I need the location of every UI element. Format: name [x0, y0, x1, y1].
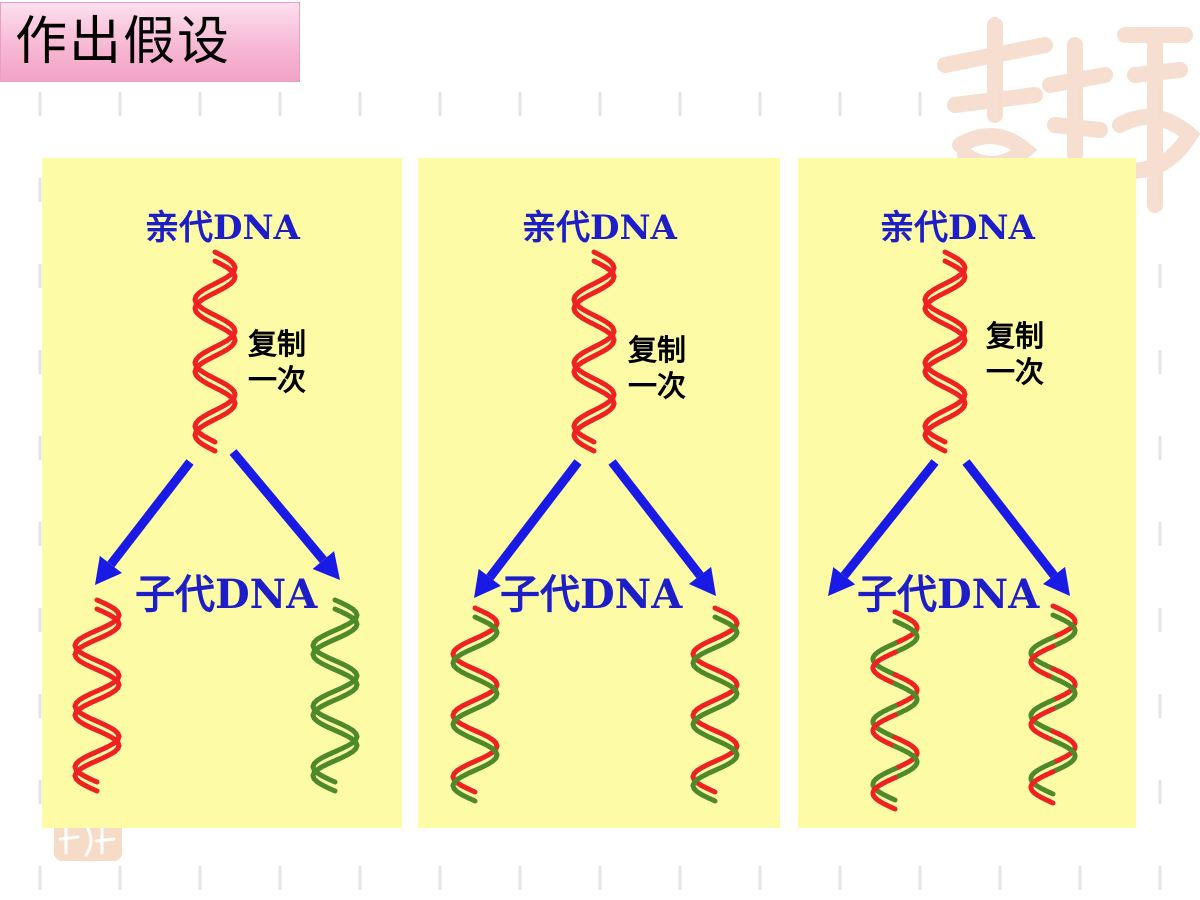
helix-strand [922, 249, 968, 445]
helix-strand [1028, 760, 1056, 797]
helix-strand [870, 649, 898, 687]
helix-strand [1028, 643, 1056, 681]
arrow-shaft [486, 459, 582, 581]
helix-strand [1028, 634, 1056, 672]
title-banner: 作出假设 [0, 2, 300, 82]
parent-dna-helix-1 [192, 249, 238, 454]
helix-strand [1050, 612, 1078, 649]
helix-strand [870, 775, 898, 812]
arrow-shaft [107, 459, 194, 568]
arrow-shaft [840, 459, 939, 579]
child-dna-label-2: 子代DNA [500, 571, 683, 618]
helix-strand [192, 258, 238, 454]
parent-dna-helix-2 [571, 249, 617, 454]
helix-strand [690, 614, 740, 804]
child-dna-helix-left-3 [870, 609, 920, 812]
helix-strand [1028, 769, 1056, 806]
parent-dna-label-2: 亲代DNA [522, 208, 677, 248]
arrow-shaft [962, 459, 1058, 579]
child-dna-helix-right-3 [1028, 603, 1078, 806]
arrow-head [312, 551, 340, 580]
replication-line2: 一次 [248, 363, 307, 397]
helix-strand [72, 597, 122, 785]
replication-line1: 复制 [986, 319, 1045, 353]
replication-arrow-right-1 [229, 449, 340, 580]
panel-conservative [42, 158, 402, 828]
replication-once-label-3: 复制 一次 [986, 318, 1044, 390]
page-title: 作出假设 [15, 12, 232, 72]
helix-strand [1050, 728, 1078, 766]
helix-strand [892, 734, 920, 772]
helix-strand [310, 597, 360, 785]
child-dna-helix-left-2 [450, 605, 500, 804]
replication-arrow-left-3 [828, 459, 939, 596]
helix-strand [892, 681, 920, 718]
replication-line1: 复制 [628, 333, 687, 367]
replication-arrow-right-2 [608, 459, 716, 596]
helix-strand [571, 249, 617, 445]
arrow-head [95, 555, 122, 585]
replication-arrow-right-3 [962, 459, 1070, 596]
helix-strand [892, 618, 920, 655]
helix-strand [892, 743, 920, 781]
helix-strand [1028, 706, 1056, 743]
replication-line1: 复制 [248, 327, 307, 361]
arrow-shaft [229, 449, 327, 563]
child-dna-helix-right-1 [310, 597, 360, 794]
helix-strand [192, 249, 238, 445]
helix-strand [571, 258, 617, 454]
helix-strand [310, 606, 360, 794]
helix-strand [892, 609, 920, 646]
panel-semi-conservative [418, 158, 780, 828]
child-dna-label-3: 子代DNA [857, 571, 1040, 618]
parent-dna-helix-3 [922, 249, 968, 454]
child-dna-helix-right-2 [690, 605, 740, 804]
replication-arrow-left-2 [474, 459, 582, 598]
helix-strand [450, 605, 500, 795]
small-watermark-seal-icon [54, 817, 122, 861]
helix-strand [450, 614, 500, 804]
replication-arrow-left-1 [95, 459, 194, 585]
parent-dna-label-3: 亲代DNA [880, 208, 1035, 248]
arrow-head [474, 568, 501, 598]
arrow-shaft [608, 459, 704, 579]
helix-strand [870, 766, 898, 803]
helix-strand [870, 712, 898, 749]
helix-strand [1028, 697, 1056, 734]
child-dna-label-1: 子代DNA [135, 571, 318, 618]
helix-strand [72, 606, 122, 794]
helix-strand [690, 605, 740, 795]
replication-once-label-1: 复制 一次 [248, 326, 306, 398]
helix-strand [1050, 603, 1078, 640]
helix-strand [870, 703, 898, 740]
helix-strand [870, 640, 898, 678]
replication-line2: 一次 [628, 369, 687, 403]
parent-dna-label-1: 亲代DNA [145, 208, 300, 248]
helix-strand [1050, 737, 1078, 775]
replication-once-label-2: 复制 一次 [628, 332, 686, 404]
helix-strand [1050, 666, 1078, 703]
arrow-head [828, 566, 856, 596]
replication-line2: 一次 [986, 355, 1045, 389]
helix-strand [892, 672, 920, 709]
helix-strand [922, 258, 968, 454]
child-dna-helix-left-1 [72, 597, 122, 794]
arrow-head [688, 566, 716, 596]
helix-strand [1050, 675, 1078, 712]
arrow-head [1042, 566, 1070, 596]
